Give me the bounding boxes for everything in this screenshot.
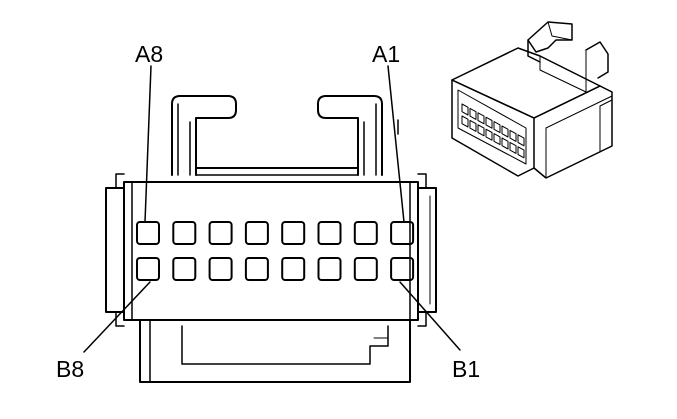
left-flange	[105, 187, 125, 313]
pin-cavity	[390, 221, 415, 245]
left-latch	[171, 95, 237, 176]
pin-cavity-grid	[136, 221, 415, 281]
leader-b8	[83, 281, 151, 353]
isometric-pin-cavity	[517, 146, 525, 159]
pin-cavity	[353, 221, 378, 245]
label-a8: A8	[135, 41, 163, 67]
leader-a1	[387, 65, 405, 223]
pin-cavity	[136, 257, 160, 281]
pin-cavity	[281, 221, 306, 245]
isometric-pin-cavity	[477, 124, 485, 137]
isometric-pin-cavity	[493, 121, 501, 134]
leader-lines	[83, 65, 461, 353]
isometric-pin-grid	[461, 103, 525, 159]
pin-cavity	[172, 257, 197, 281]
pin-cavity	[317, 221, 342, 245]
pin-cavity	[281, 257, 306, 281]
isometric-pin-cavity	[485, 128, 493, 141]
pin-cavity	[208, 221, 233, 245]
label-b1: B1	[452, 356, 480, 382]
connector-front-view	[105, 95, 437, 383]
label-a1: A1	[372, 41, 400, 67]
isometric-pin-cavity	[509, 141, 517, 154]
isometric-pin-cavity	[517, 134, 525, 147]
leader-b1	[399, 281, 461, 351]
isometric-pin-cavity	[469, 107, 477, 120]
isometric-pin-cavity	[461, 115, 469, 128]
pin-cavity	[208, 257, 233, 281]
isometric-pin-cavity	[493, 133, 501, 146]
connector-body	[123, 181, 419, 321]
pin-cavity	[390, 257, 415, 281]
right-flange	[417, 187, 437, 313]
pin-cavity	[136, 221, 160, 245]
connector-isometric-view	[451, 21, 613, 179]
isometric-pin-cavity	[501, 125, 509, 138]
pin-cavity	[353, 257, 378, 281]
pin-cavity	[244, 221, 269, 245]
label-b8: B8	[56, 356, 84, 382]
isometric-pin-cavity	[461, 103, 469, 116]
isometric-pin-cavity	[477, 112, 485, 125]
isometric-pin-cavity	[469, 119, 477, 132]
pin-cavity	[172, 221, 197, 245]
pin-cavity	[317, 257, 342, 281]
isometric-pin-cavity	[485, 116, 493, 129]
leader-a8	[144, 65, 152, 223]
bottom-shroud	[139, 319, 411, 383]
isometric-pin-cavity	[501, 137, 509, 150]
right-latch	[317, 95, 383, 176]
isometric-pin-cavity	[509, 129, 517, 142]
pin-cavity	[244, 257, 269, 281]
